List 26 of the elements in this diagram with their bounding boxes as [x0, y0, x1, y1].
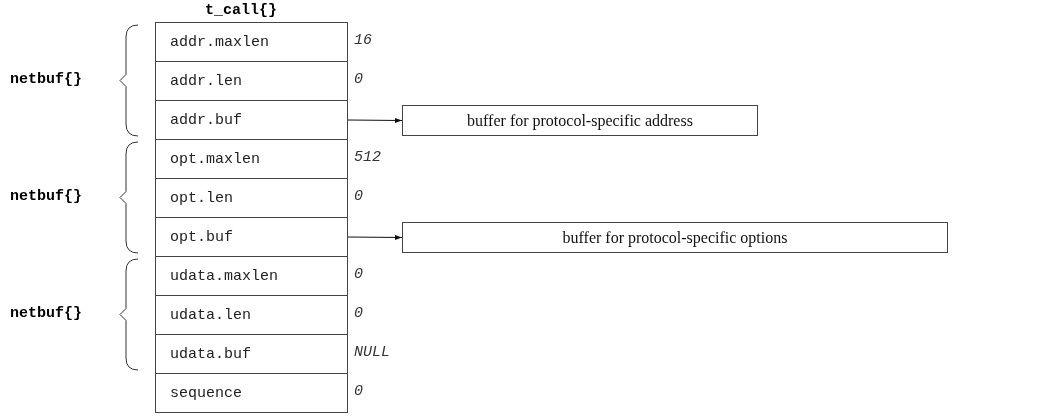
field-value: NULL — [354, 344, 390, 361]
struct-title: t_call{} — [205, 2, 277, 19]
field-cell: opt.maxlen — [155, 139, 348, 179]
struct-label: netbuf{} — [10, 187, 82, 205]
field-cell: udata.buf — [155, 334, 348, 374]
field-value: 0 — [354, 71, 363, 88]
field-value: 512 — [354, 149, 381, 166]
field-value: 0 — [354, 305, 363, 322]
field-cell: sequence — [155, 373, 348, 413]
field-value: 0 — [354, 188, 363, 205]
buffer-box: buffer for protocol-specific options — [402, 222, 948, 253]
field-cell: udata.maxlen — [155, 256, 348, 296]
buffer-box: buffer for protocol-specific address — [402, 105, 758, 136]
field-cell: addr.maxlen — [155, 22, 348, 62]
field-value: 0 — [354, 266, 363, 283]
field-cell: addr.len — [155, 61, 348, 101]
field-cell: opt.buf — [155, 217, 348, 257]
field-cell: udata.len — [155, 295, 348, 335]
field-cell: addr.buf — [155, 100, 348, 140]
field-cell: opt.len — [155, 178, 348, 218]
struct-label: netbuf{} — [10, 70, 82, 88]
field-value: 0 — [354, 383, 363, 400]
arrow — [347, 118, 403, 123]
struct-label: netbuf{} — [10, 304, 82, 322]
arrow — [347, 235, 403, 240]
field-value: 16 — [354, 32, 372, 49]
